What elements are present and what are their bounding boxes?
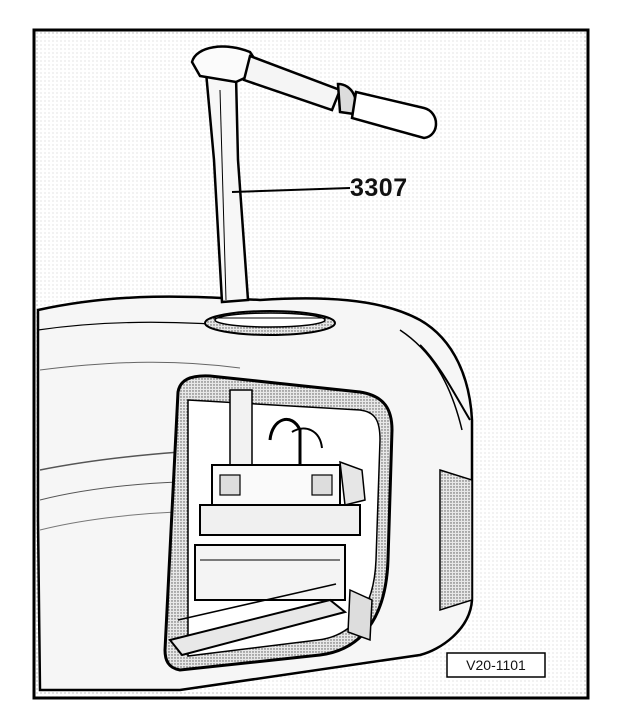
special-tool-3307 <box>190 45 438 304</box>
locking-ring <box>204 310 336 336</box>
callout-leader-line <box>231 187 351 193</box>
figure-id: V20-1101 <box>466 657 526 673</box>
figure-id-box <box>446 652 546 678</box>
fuel-pump-assembly <box>168 389 373 657</box>
callout-label-3307: 3307 <box>350 174 408 202</box>
